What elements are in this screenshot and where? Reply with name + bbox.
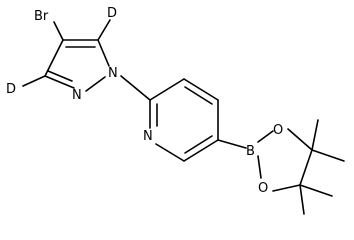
bond-c2-c3p [149, 78, 185, 101]
bond-c5-n1 [97, 39, 110, 67]
atom-label-n-pyridine: N [143, 129, 153, 144]
bond-c3p-c4p-inner [184, 86, 213, 105]
bond-methyl-4 [299, 184, 305, 215]
bond-b-o-bottom [257, 155, 262, 179]
pyrazole-ring [44, 39, 110, 92]
pyridine-ring [149, 78, 219, 162]
bond-c5p-c6p [183, 139, 219, 162]
bond-n2-c3 [44, 75, 75, 89]
dioxaborolane-ring [257, 128, 313, 192]
atom-label-o-top: O [273, 123, 283, 138]
bond-n1-c2 [120, 75, 151, 101]
atom-label-n-pyrazole-2: N [72, 88, 82, 103]
atom-label-boron: B [246, 144, 255, 159]
atom-label-d-left: D [6, 82, 16, 97]
bond-methyl-2 [311, 149, 345, 162]
bond-c5p-c6p-inner [184, 135, 213, 154]
bond-o-bottom-c [272, 184, 301, 192]
bond-c3-c4 [44, 39, 64, 77]
bond-c3-d [22, 75, 46, 87]
bond-c-c [299, 149, 313, 186]
bond-c4-br [53, 21, 64, 41]
bond-c6p-n [155, 143, 185, 162]
bond-c3p-c4p [183, 78, 219, 101]
atom-label-n-pyrazole-1: N [108, 66, 118, 81]
bond-n2-c3-inner [47, 70, 73, 82]
bond-methyl-3 [299, 184, 333, 197]
bond-o-top-c [287, 128, 313, 151]
bond-c5p-b [217, 139, 247, 149]
bond-n1-n2 [85, 76, 106, 92]
atom-label-br: Br [34, 9, 49, 24]
atom-label-d-top: D [107, 6, 117, 21]
atom-label-o-bottom: O [258, 181, 268, 196]
bond-b-o-top [257, 130, 274, 143]
bond-methyl-1 [311, 119, 319, 151]
bond-c5-d [97, 19, 111, 41]
